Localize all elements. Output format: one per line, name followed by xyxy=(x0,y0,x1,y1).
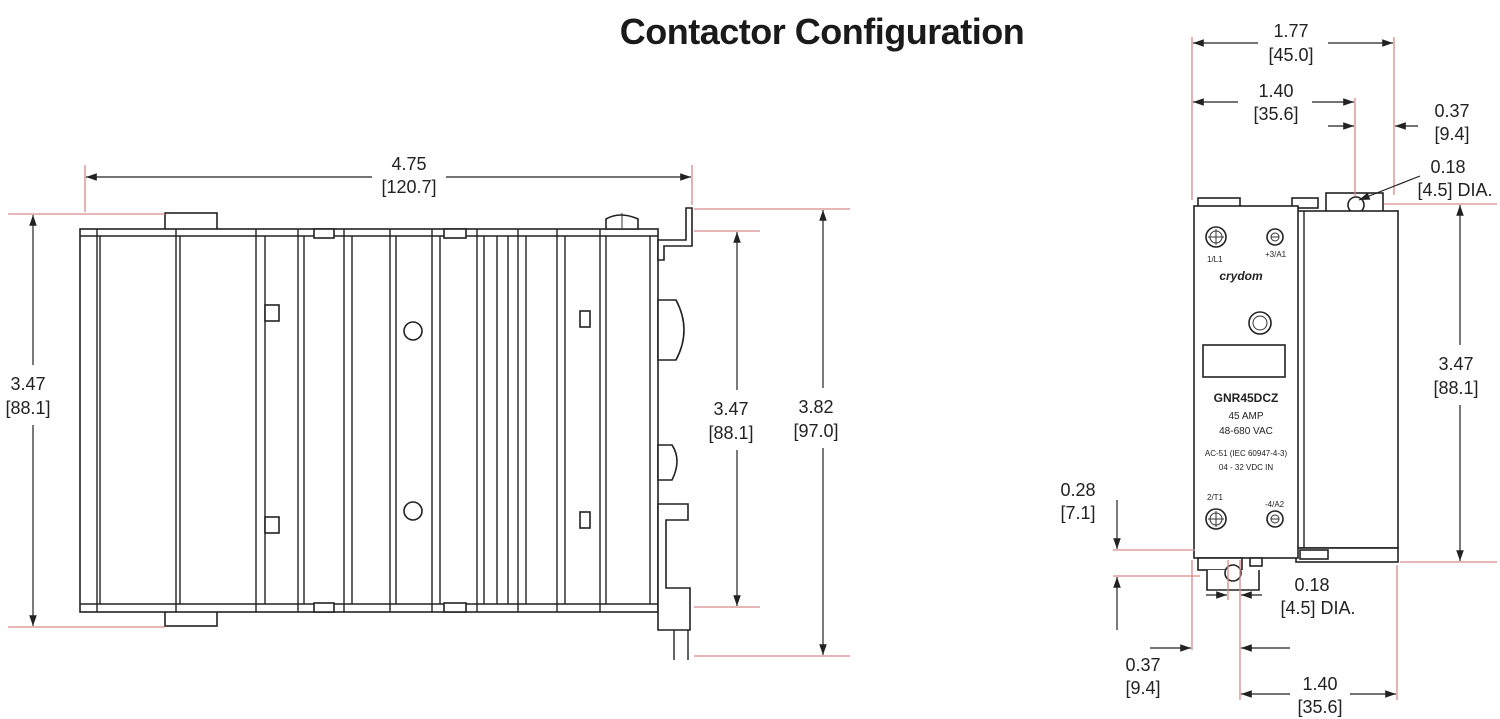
dim-front-width-in: 1.77 xyxy=(1273,21,1308,41)
rating-amp: 45 AMP xyxy=(1228,411,1263,422)
dim-overall-height-in: 3.82 xyxy=(798,397,833,417)
mounting-hole xyxy=(403,321,423,341)
dim-bottom-hole-spacing-in: 1.40 xyxy=(1302,674,1337,694)
control-voltage-label: 04 - 32 VDC IN xyxy=(1219,463,1273,472)
terminal-screw xyxy=(1205,226,1227,248)
dim-bottom-tab-in: 0.28 xyxy=(1060,480,1095,500)
dim-bottom-hole-offset-in: 0.37 xyxy=(1125,655,1160,675)
terminal-2-label: 2/T1 xyxy=(1207,493,1224,502)
mounting-hole xyxy=(403,501,423,521)
brand-logo: crydom xyxy=(1219,269,1263,283)
front-view-dimensions: 1.77 [45.0] 1.40 [35.6] 0.37 [9.4] 0.18 … xyxy=(1060,21,1497,717)
dim-bottom-hole-dia-mm: [4.5] DIA. xyxy=(1280,598,1355,618)
dim-width-mm: [120.7] xyxy=(381,177,436,197)
front-view: 1/L1 +3/A1 crydom GNR45DCZ 45 AMP 48-680… xyxy=(1193,192,1399,591)
terminal-screw xyxy=(1266,510,1284,528)
standard-label: AC-51 (IEC 60947-4-3) xyxy=(1205,449,1288,458)
dim-left-height-mm: [88.1] xyxy=(5,398,50,418)
side-view xyxy=(79,207,693,660)
terminal-1-label: 1/L1 xyxy=(1207,255,1223,264)
terminal-4-label: -4/A2 xyxy=(1265,500,1285,509)
front-face xyxy=(1193,205,1299,559)
page-title: Contactor Configuration xyxy=(620,11,1024,52)
dim-front-height-mm: [88.1] xyxy=(1433,378,1478,398)
dim-left-height-in: 3.47 xyxy=(10,374,45,394)
dim-top-hole-dia-in: 0.18 xyxy=(1430,157,1465,177)
terminal-screw xyxy=(1205,508,1227,530)
dim-top-hole-offset-in: 0.37 xyxy=(1434,101,1469,121)
dim-top-hole-spacing-mm: [35.6] xyxy=(1253,104,1298,124)
terminal-3-label: +3/A1 xyxy=(1265,250,1287,259)
dim-bottom-hole-spacing-mm: [35.6] xyxy=(1297,697,1342,717)
dim-overall-height-mm: [97.0] xyxy=(793,421,838,441)
dim-width-in: 4.75 xyxy=(391,154,426,174)
dim-top-hole-offset-mm: [9.4] xyxy=(1434,124,1469,144)
din-rail-bracket xyxy=(657,207,693,660)
dim-bottom-hole-dia-in: 0.18 xyxy=(1294,575,1329,595)
terminal-screw xyxy=(1266,228,1284,246)
dim-top-hole-spacing-in: 1.40 xyxy=(1258,81,1293,101)
heatsink-fins xyxy=(96,229,651,612)
model-number: GNR45DCZ xyxy=(1214,391,1279,405)
dim-inner-height-mm: [88.1] xyxy=(708,423,753,443)
heatsink-body xyxy=(79,228,659,613)
heatsink-side-block xyxy=(1295,210,1399,549)
rating-vac: 48-680 VAC xyxy=(1219,426,1273,437)
status-led xyxy=(1248,311,1272,335)
side-view-dimensions: 4.75 [120.7] 3.47 [88.1] 3.47 [88.1] 3.8… xyxy=(5,154,850,657)
dim-front-width-mm: [45.0] xyxy=(1268,45,1313,65)
dim-bottom-tab-mm: [7.1] xyxy=(1060,503,1095,523)
dim-top-hole-dia-mm: [4.5] DIA. xyxy=(1417,180,1492,200)
dim-front-height-in: 3.47 xyxy=(1438,354,1473,374)
dim-inner-height-in: 3.47 xyxy=(713,399,748,419)
dim-bottom-hole-offset-mm: [9.4] xyxy=(1125,678,1160,698)
label-window xyxy=(1202,344,1286,378)
